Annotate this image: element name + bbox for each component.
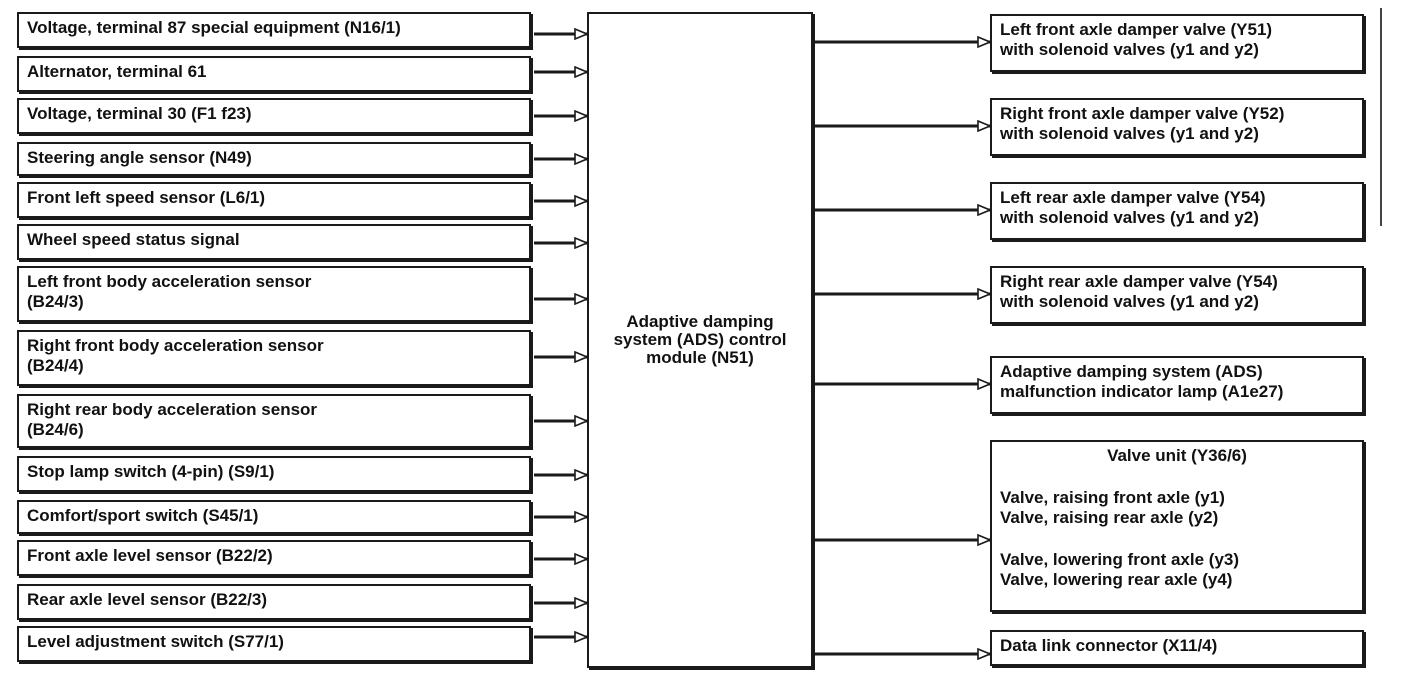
valve-line: Valve, lowering rear axle (y4) — [1000, 570, 1233, 589]
output-box-2: Right front axle damper valve (Y52) with… — [990, 98, 1364, 156]
input-box-8: Right front body acceleration sensor (B2… — [17, 330, 531, 386]
input-box-14: Level adjustment switch (S77/1) — [17, 626, 531, 662]
input-box-12: Front axle level sensor (B22/2) — [17, 540, 531, 576]
input-box-10: Stop lamp switch (4-pin) (S9/1) — [17, 456, 531, 492]
input-box-11: Comfort/sport switch (S45/1) — [17, 500, 531, 534]
valve-line: Valve, raising front axle (y1) — [1000, 488, 1225, 507]
output-label: Left rear axle damper valve (Y54) — [1000, 188, 1266, 207]
scan-edge-line — [1380, 8, 1382, 226]
input-label: Comfort/sport switch (S45/1) — [27, 506, 259, 525]
input-label: Steering angle sensor (N49) — [27, 148, 252, 167]
output-label: Right front axle damper valve (Y52) — [1000, 104, 1285, 123]
control-module-box: Adaptive damping system (ADS) control mo… — [587, 12, 813, 668]
input-label: Wheel speed status signal — [27, 230, 240, 249]
input-label: Level adjustment switch (S77/1) — [27, 632, 284, 651]
input-label: Front left speed sensor (L6/1) — [27, 188, 266, 207]
input-label-line2: (B24/6) — [27, 420, 84, 439]
input-label: Right front body acceleration sensor — [27, 336, 324, 355]
input-label: Front axle level sensor (B22/2) — [27, 546, 273, 565]
control-module-label: Adaptive damping system (ADS) control mo… — [613, 312, 787, 367]
output-label-line2: with solenoid valves (y1 and y2) — [1000, 124, 1259, 143]
input-label-line2: (B24/3) — [27, 292, 84, 311]
input-label: Stop lamp switch (4-pin) (S9/1) — [27, 462, 275, 481]
input-box-5: Front left speed sensor (L6/1) — [17, 182, 531, 218]
output-label-line2: with solenoid valves (y1 and y2) — [1000, 208, 1259, 227]
output-label: Left front axle damper valve (Y51) — [1000, 20, 1273, 39]
valve-unit-title: Valve unit (Y36/6) — [1107, 446, 1247, 465]
output-label-line2: with solenoid valves (y1 and y2) — [1000, 292, 1259, 311]
output-box-3: Left rear axle damper valve (Y54) with s… — [990, 182, 1364, 240]
input-box-4: Steering angle sensor (N49) — [17, 142, 531, 176]
output-label: Right rear axle damper valve (Y54) — [1000, 272, 1278, 291]
input-box-2: Alternator, terminal 61 — [17, 56, 531, 92]
valve-line: Valve, raising rear axle (y2) — [1000, 508, 1219, 527]
input-box-13: Rear axle level sensor (B22/3) — [17, 584, 531, 620]
input-label: Left front body acceleration sensor — [27, 272, 312, 291]
input-box-9: Right rear body acceleration sensor (B24… — [17, 394, 531, 448]
output-box-5: Adaptive damping system (ADS) malfunctio… — [990, 356, 1364, 414]
output-label-line2: malfunction indicator lamp (A1e27) — [1000, 382, 1284, 401]
input-label-line2: (B24/4) — [27, 356, 84, 375]
output-box-4: Right rear axle damper valve (Y54) with … — [990, 266, 1364, 324]
input-label: Right rear body acceleration sensor — [27, 400, 318, 419]
input-label: Alternator, terminal 61 — [27, 62, 207, 81]
input-box-7: Left front body acceleration sensor(B24/… — [17, 266, 531, 322]
input-box-3: Voltage, terminal 30 (F1 f23) — [17, 98, 531, 134]
input-box-6: Wheel speed status signal — [17, 224, 531, 260]
input-box-1: Voltage, terminal 87 special equipment (… — [17, 12, 531, 48]
output-label-line2: with solenoid valves (y1 and y2) — [1000, 40, 1259, 59]
output-box-7: Data link connector (X11/4) — [990, 630, 1364, 666]
output-box-1: Left front axle damper valve (Y51) with … — [990, 14, 1364, 72]
output-label: Adaptive damping system (ADS) — [1000, 362, 1263, 381]
valve-unit-box: Valve unit (Y36/6) Valve, raising front … — [990, 440, 1364, 612]
output-label: Data link connector (X11/4) — [1000, 636, 1218, 655]
input-label: Voltage, terminal 30 (F1 f23) — [27, 104, 252, 123]
valve-line: Valve, lowering front axle (y3) — [1000, 550, 1240, 569]
input-label: Voltage, terminal 87 special equipment (… — [27, 18, 401, 37]
input-label: Rear axle level sensor (B22/3) — [27, 590, 268, 609]
